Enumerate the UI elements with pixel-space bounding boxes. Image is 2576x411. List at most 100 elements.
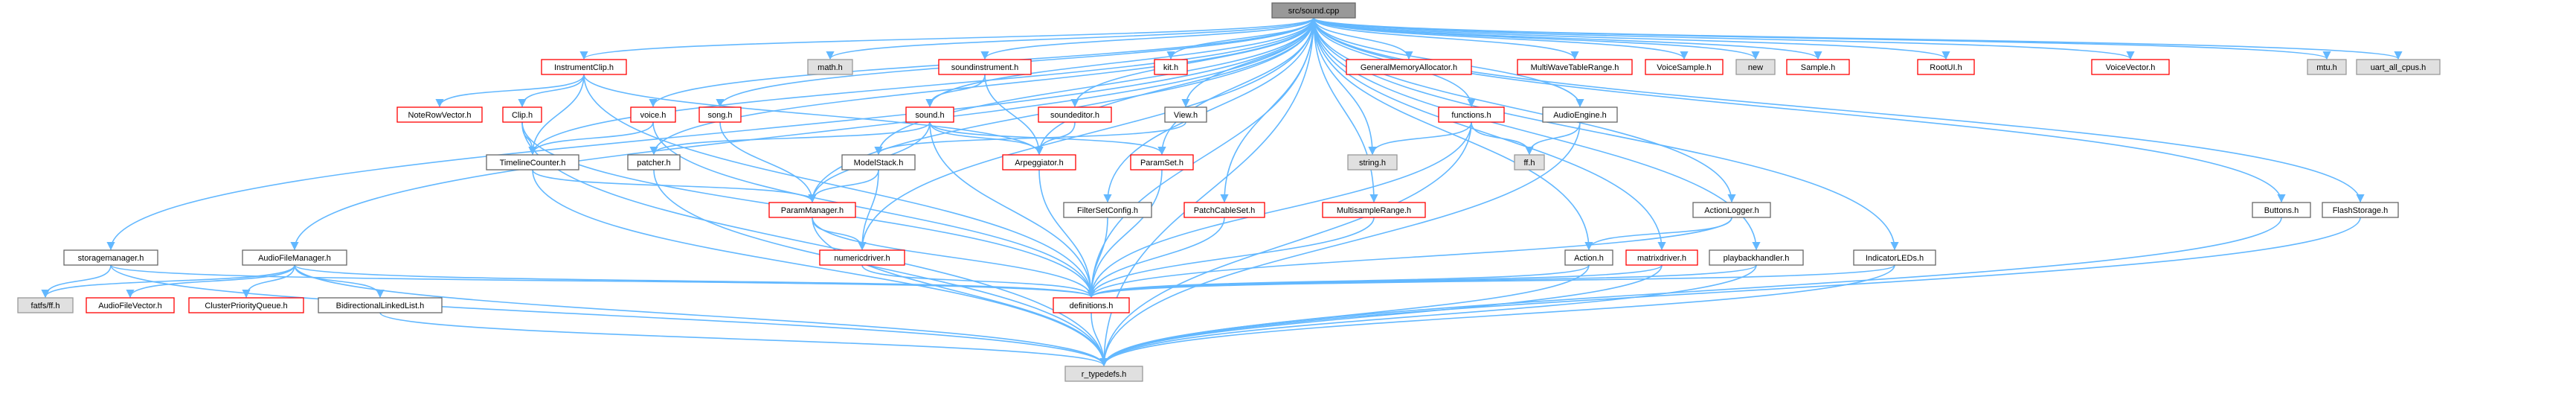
- node-view[interactable]: View.h: [1164, 106, 1207, 123]
- node-audioengine[interactable]: AudioEngine.h: [1542, 106, 1618, 123]
- edge-root-to-sound: [925, 17, 1314, 108]
- node-mtu[interactable]: mtu.h: [2307, 59, 2347, 75]
- node-voicevector[interactable]: VoiceVector.h: [2091, 59, 2170, 75]
- node-sound[interactable]: sound.h: [905, 106, 954, 123]
- edge-sound-to-patcher: [649, 121, 931, 156]
- node-box-clusterpq: [188, 297, 304, 313]
- edge-filtersetconfig-to-definitions: [1087, 217, 1108, 299]
- node-song[interactable]: song.h: [698, 106, 742, 123]
- node-box-audiofilevector: [86, 297, 175, 313]
- node-label-instrumentclip: InstrumentClip.h: [554, 63, 614, 72]
- node-label-parammanager: ParamManager.h: [781, 206, 844, 215]
- node-timelinecounter[interactable]: TimelineCounter.h: [486, 154, 579, 171]
- node-box-playbackhandler: [1709, 249, 1804, 266]
- node-clusterpq[interactable]: ClusterPriorityQueue.h: [188, 297, 304, 313]
- node-filtersetconfig[interactable]: FilterSetConfig.h: [1063, 202, 1152, 218]
- node-soundinstrument[interactable]: soundinstrument.h: [938, 59, 1032, 75]
- node-new[interactable]: new: [1735, 59, 1776, 75]
- node-arpeggiator[interactable]: Arpeggiator.h: [1002, 154, 1076, 171]
- node-fatfs[interactable]: fatfs/ff.h: [17, 297, 74, 313]
- node-label-mtu: mtu.h: [2316, 63, 2337, 72]
- edge-root-to-math: [826, 17, 1314, 60]
- edge-voice-to-timelinecounter: [528, 121, 654, 156]
- node-label-clusterpq: ClusterPriorityQueue.h: [205, 302, 287, 310]
- node-functions[interactable]: functions.h: [1438, 106, 1505, 123]
- node-box-view: [1164, 106, 1207, 123]
- node-label-numericdriver: numericdriver.h: [834, 254, 890, 263]
- node-paramset[interactable]: ParamSet.h: [1130, 154, 1194, 171]
- node-uart[interactable]: uart_all_cpus.h: [2356, 59, 2441, 75]
- node-storagemanager[interactable]: storagemanager.h: [63, 249, 158, 266]
- edge-root-to-matrixdriver: [1313, 17, 1666, 251]
- node-box-string: [1347, 154, 1398, 171]
- node-label-matrixdriver: matrixdriver.h: [1637, 254, 1686, 263]
- node-rootui[interactable]: RootUI.h: [1917, 59, 1975, 75]
- node-root[interactable]: src/sound.cpp: [1271, 2, 1356, 19]
- node-numericdriver[interactable]: numericdriver.h: [819, 249, 905, 266]
- node-soundeditor[interactable]: soundeditor.h: [1038, 106, 1112, 123]
- node-voicesample[interactable]: VoiceSample.h: [1645, 59, 1724, 75]
- node-patchcableset[interactable]: PatchCableSet.h: [1183, 202, 1265, 218]
- edge-timelinecounter-to-parammanager: [532, 169, 817, 203]
- edge-root-to-string: [1313, 17, 1377, 156]
- node-clip[interactable]: Clip.h: [502, 106, 542, 123]
- node-buttons[interactable]: Buttons.h: [2252, 202, 2311, 218]
- node-mwtr[interactable]: MultiWaveTableRange.h: [1517, 59, 1633, 75]
- node-string[interactable]: string.h: [1347, 154, 1398, 171]
- node-flashstorage[interactable]: FlashStorage.h: [2322, 202, 2399, 218]
- node-gma[interactable]: GeneralMemoryAllocator.h: [1346, 59, 1472, 75]
- edge-functions-to-ff: [1471, 121, 1534, 156]
- node-action[interactable]: Action.h: [1564, 249, 1613, 266]
- node-label-patchcableset: PatchCableSet.h: [1194, 206, 1256, 215]
- node-box-patchcableset: [1183, 202, 1265, 218]
- edge-view-to-modelstack: [874, 121, 1186, 156]
- node-patcher[interactable]: patcher.h: [627, 154, 681, 171]
- node-label-multisamplerange: MultisampleRange.h: [1337, 206, 1411, 215]
- edge-instrumentclip-to-definitions: [583, 74, 1096, 299]
- node-label-soundinstrument: soundinstrument.h: [951, 63, 1019, 72]
- node-box-patcher: [627, 154, 681, 171]
- edge-root-to-audiofilemanager: [290, 17, 1314, 251]
- node-sample[interactable]: Sample.h: [1786, 59, 1850, 75]
- node-box-sound: [905, 106, 954, 123]
- node-indicatorleds[interactable]: IndicatorLEDs.h: [1853, 249, 1936, 266]
- edge-sound-to-definitions: [929, 121, 1096, 299]
- node-audiofilemanager[interactable]: AudioFileManager.h: [242, 249, 347, 266]
- node-noterowvector[interactable]: NoteRowVector.h: [396, 106, 483, 123]
- edge-arpeggiator-to-definitions: [1038, 169, 1096, 299]
- edge-instrumentclip-to-arpeggiator: [583, 74, 1044, 156]
- node-actionlogger[interactable]: ActionLogger.h: [1692, 202, 1771, 218]
- node-instrumentclip[interactable]: InstrumentClip.h: [541, 59, 627, 75]
- node-kit[interactable]: kit.h: [1154, 59, 1188, 75]
- node-box-gma: [1346, 59, 1472, 75]
- node-label-patcher: patcher.h: [637, 159, 670, 168]
- node-definitions[interactable]: definitions.h: [1053, 297, 1130, 313]
- node-rtypedefs[interactable]: r_typedefs.h: [1064, 366, 1143, 382]
- node-box-arpeggiator: [1002, 154, 1076, 171]
- node-voice[interactable]: voice.h: [630, 106, 676, 123]
- edge-parammanager-to-rtypedefs: [812, 217, 1108, 367]
- node-audiofilevector[interactable]: AudioFileVector.h: [86, 297, 175, 313]
- node-bdll[interactable]: BidirectionalLinkedList.h: [318, 297, 443, 313]
- node-matrixdriver[interactable]: matrixdriver.h: [1625, 249, 1698, 266]
- node-modelstack[interactable]: ModelStack.h: [841, 154, 916, 171]
- node-label-modelstack: ModelStack.h: [854, 159, 904, 168]
- node-multisamplerange[interactable]: MultisampleRange.h: [1322, 202, 1426, 218]
- edge-audioengine-to-rtypedefs: [1099, 121, 1581, 367]
- node-playbackhandler[interactable]: playbackhandler.h: [1709, 249, 1804, 266]
- node-label-noterowvector: NoteRowVector.h: [408, 111, 472, 120]
- node-label-rootui: RootUI.h: [1930, 63, 1962, 72]
- node-box-audioengine: [1542, 106, 1618, 123]
- node-parammanager[interactable]: ParamManager.h: [768, 202, 856, 218]
- node-label-sound: sound.h: [915, 111, 944, 120]
- node-label-fatfs: fatfs/ff.h: [31, 302, 60, 310]
- edge-storagemanager-to-definitions: [110, 264, 1096, 299]
- node-box-fatfs: [17, 297, 74, 313]
- edge-multisamplerange-to-definitions: [1087, 217, 1375, 299]
- node-box-mwtr: [1517, 59, 1633, 75]
- edge-root-to-patcher: [649, 17, 1314, 156]
- node-math[interactable]: math.h: [807, 59, 853, 75]
- edge-audioengine-to-ff: [1525, 121, 1581, 156]
- node-ff[interactable]: ff.h: [1514, 154, 1545, 171]
